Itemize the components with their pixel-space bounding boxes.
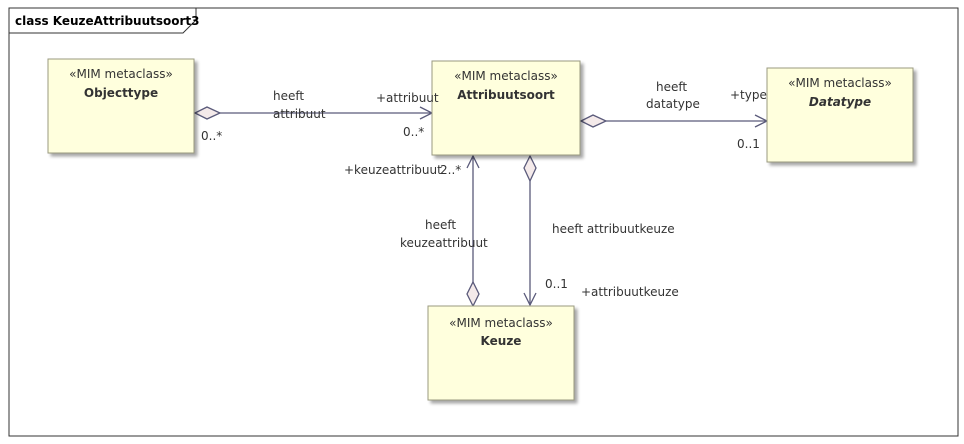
aggregation-diamond-datatype	[579, 114, 608, 128]
association-name-line2: datatype	[646, 97, 700, 111]
aggregation-diamond-attribuutsoort	[523, 154, 537, 183]
class-stereotype: «MIM metaclass»	[449, 316, 553, 330]
association-name-line2: attribuut	[273, 107, 326, 121]
class-stereotype: «MIM metaclass»	[788, 76, 892, 90]
role-label: +keuzeattribuut	[344, 163, 442, 177]
multiplicity-label: 0..1	[737, 137, 760, 151]
association-name-line1: heeft	[425, 218, 456, 232]
class-name: Attribuutsoort	[457, 88, 555, 102]
class-name: Keuze	[481, 334, 522, 348]
association-name: heeft attribuutkeuze	[552, 222, 675, 236]
association-name-line2: keuzeattribuut	[400, 236, 488, 250]
multiplicity-label: 2..*	[440, 163, 461, 177]
class-objecttype[interactable]: «MIM metaclass» Objecttype	[47, 58, 195, 154]
role-label: +type	[730, 88, 767, 102]
multiplicity-label: 0..*	[403, 125, 424, 139]
role-label: +attribuutkeuze	[581, 285, 679, 299]
diagram-title-tab	[9, 8, 197, 34]
association-name-line1: heeft	[273, 89, 304, 103]
class-datatype[interactable]: «MIM metaclass» Datatype	[766, 67, 914, 163]
class-name: Datatype	[809, 95, 871, 109]
multiplicity-label: 0..1	[545, 277, 568, 291]
aggregation-diamond-keuze	[466, 280, 480, 308]
association-name-line1: heeft	[656, 80, 687, 94]
role-label: +attribuut	[376, 91, 439, 105]
class-stereotype: «MIM metaclass»	[69, 67, 173, 81]
class-name: Objecttype	[84, 86, 158, 100]
multiplicity-label: 0..*	[201, 129, 222, 143]
aggregation-diamond-objecttype	[193, 106, 222, 120]
arrowhead-keuzeattribuut	[466, 154, 480, 169]
class-keuze[interactable]: «MIM metaclass» Keuze	[427, 305, 575, 401]
class-stereotype: «MIM metaclass»	[454, 69, 558, 83]
class-attribuutsoort[interactable]: «MIM metaclass» Attribuutsoort	[431, 60, 581, 156]
arrowhead-attribuutkeuze	[523, 292, 537, 307]
diagram-title: class KeuzeAttribuutsoort3	[15, 14, 200, 28]
